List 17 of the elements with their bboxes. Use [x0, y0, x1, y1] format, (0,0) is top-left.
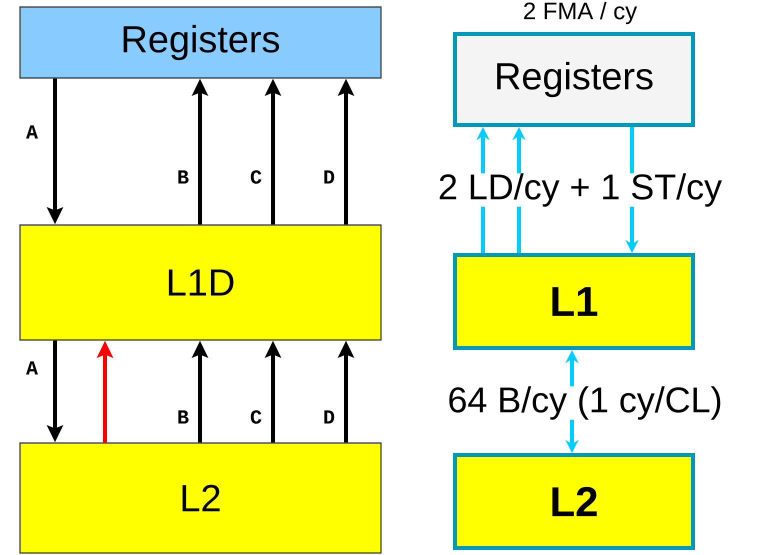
- edge-label: D: [324, 170, 334, 184]
- edge-label: A: [26, 361, 38, 375]
- rate-label: 2 LD/cy + 1 ST/cy: [438, 173, 722, 207]
- edge-label: D: [324, 410, 334, 424]
- edge-label: C: [250, 170, 262, 184]
- edge-label: A: [26, 125, 38, 139]
- edge-label: C: [250, 410, 262, 424]
- memory-box: L1: [453, 253, 695, 350]
- edge-label: B: [178, 170, 189, 184]
- memory-box: Registers: [19, 6, 382, 79]
- memory-box: L1D: [19, 224, 382, 341]
- edge-label: B: [178, 410, 189, 424]
- rate-label: 2 FMA / cy: [522, 2, 638, 24]
- edge-label: 64 B/cy (1 cy/CL): [447, 386, 723, 420]
- memory-box: Registers: [453, 32, 695, 127]
- memory-box: L2: [19, 442, 382, 554]
- memory-box: L2: [453, 453, 695, 550]
